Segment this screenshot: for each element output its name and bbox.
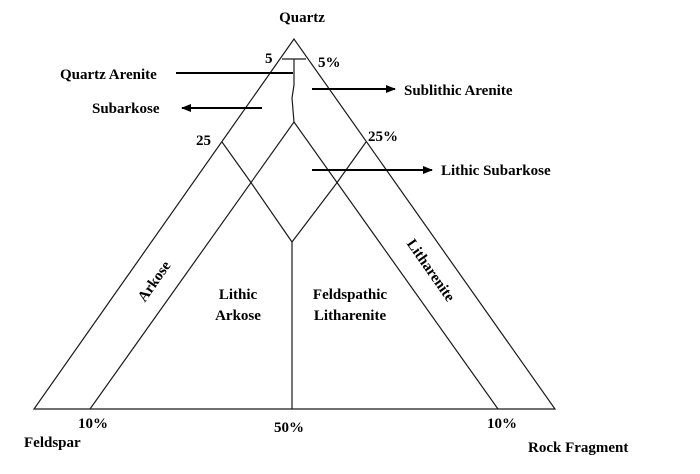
- center-right-kink: [291, 97, 295, 123]
- center-diamond-left: [251, 183, 293, 243]
- tick-q25-right: 25%: [368, 129, 398, 145]
- field-litharenite: Litharenite: [403, 237, 458, 306]
- label-sublithic-arenite: Sublithic Arenite: [404, 83, 513, 99]
- label-lithic-subarkose: Lithic Subarkose: [441, 163, 551, 179]
- outer-triangle: [32, 37, 557, 410]
- tick-base-right: 10%: [487, 416, 517, 432]
- tick-q25-left: 25: [196, 133, 211, 149]
- feldspar-10-line: [89, 121, 295, 410]
- label-quartz-arenite: Quartz Arenite: [60, 67, 157, 83]
- center-diamond-right: [291, 183, 337, 243]
- apex-feldspar-label: Feldspar: [24, 435, 81, 451]
- field-lithic-arkose-line1: Lithic: [219, 287, 258, 303]
- field-lithic-arkose-line2: Arkose: [215, 308, 261, 324]
- tick-base-left: 10%: [78, 416, 108, 432]
- field-feldspathic-litharenite-line2: Litharenite: [314, 308, 387, 324]
- apex-quartz-label: Quartz: [279, 10, 325, 26]
- tick-q5-right: 5%: [318, 55, 341, 71]
- tick-base-mid: 50%: [274, 420, 304, 436]
- center-left-kink: [291, 84, 295, 99]
- field-feldspathic-litharenite-line1: Feldspathic: [313, 287, 388, 303]
- q25-right-segment: [335, 141, 367, 185]
- label-subarkose: Subarkose: [92, 101, 160, 117]
- q25-left-segment: [221, 141, 253, 185]
- apex-rock-fragment-label: Rock Fragment: [528, 440, 628, 456]
- tick-q5-left: 5: [265, 51, 273, 67]
